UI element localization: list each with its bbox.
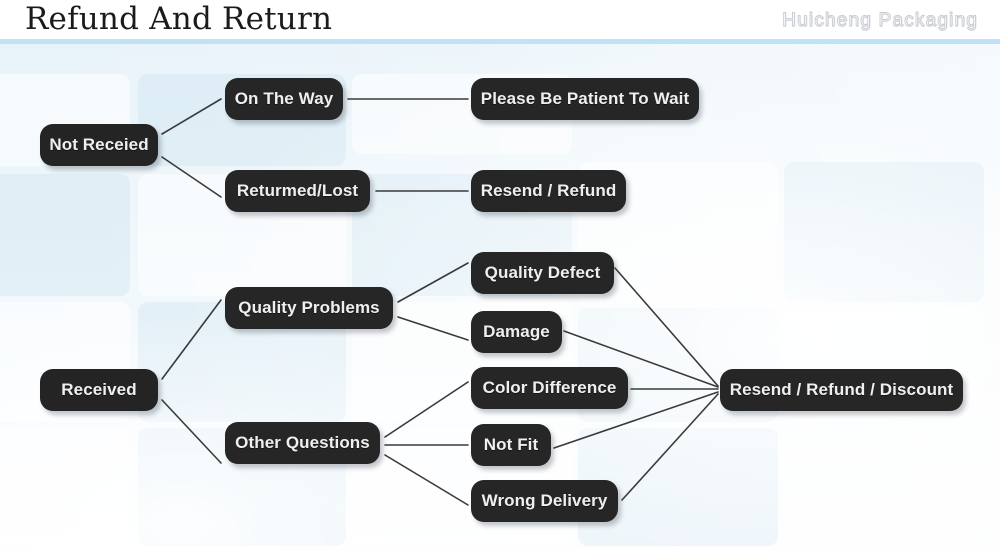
node-resend-refund-discount[interactable]: Resend / Refund / Discount	[720, 369, 963, 411]
node-damage[interactable]: Damage	[471, 311, 562, 353]
background-texture	[0, 44, 1000, 550]
node-color-difference[interactable]: Color Difference	[471, 367, 628, 409]
node-not-received[interactable]: Not Receied	[40, 124, 158, 166]
node-quality-defect[interactable]: Quality Defect	[471, 252, 614, 294]
node-received[interactable]: Received	[40, 369, 158, 411]
brand-name: Huicheng Packaging	[782, 10, 978, 32]
node-wrong-delivery[interactable]: Wrong Delivery	[471, 480, 618, 522]
node-not-fit[interactable]: Not Fit	[471, 424, 551, 466]
node-returned-lost[interactable]: Returmed/Lost	[225, 170, 370, 212]
page-title: Refund And Return	[25, 1, 333, 37]
header-divider	[0, 39, 1000, 44]
node-quality-problems[interactable]: Quality Problems	[225, 287, 393, 329]
slide-header: Refund And Return Huicheng Packaging	[0, 0, 1000, 44]
node-please-wait[interactable]: Please Be Patient To Wait	[471, 78, 699, 120]
node-on-the-way[interactable]: On The Way	[225, 78, 343, 120]
node-resend-refund[interactable]: Resend / Refund	[471, 170, 626, 212]
node-other-questions[interactable]: Other Questions	[225, 422, 380, 464]
